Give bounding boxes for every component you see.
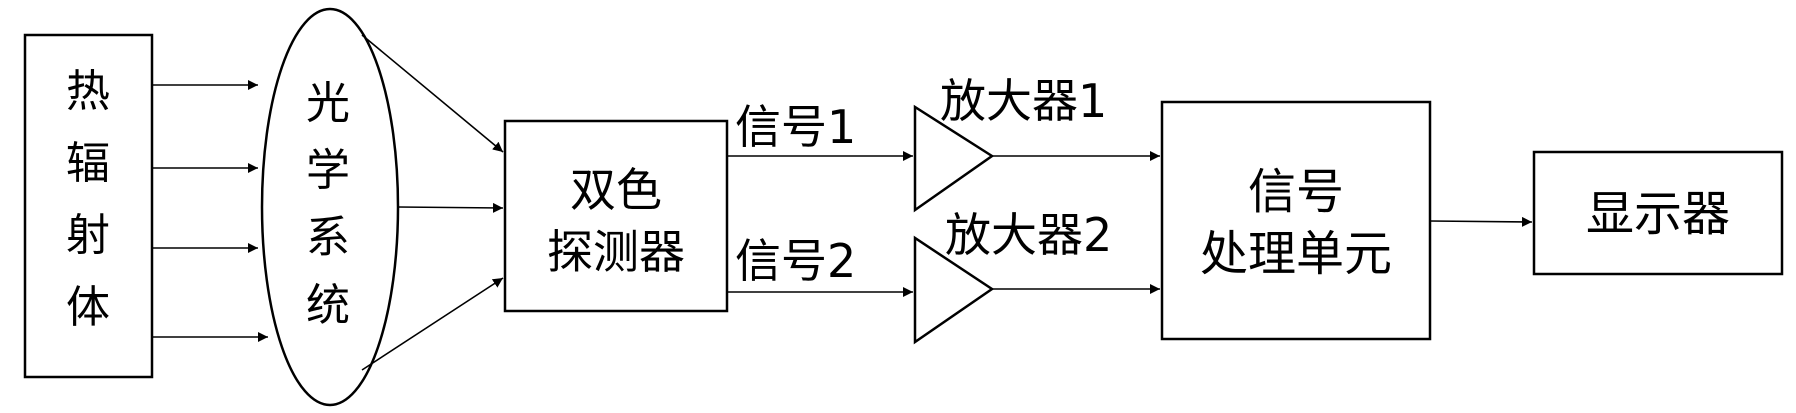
processing-unit-label-2: 处理单元 [1200,226,1392,282]
signal-lines: 信号1 信号2 [727,100,913,297]
output-arrow [1429,216,1533,227]
optical-system-label-2: 学 [306,145,350,196]
optical-system-label-3: 系 [306,212,350,263]
amplifier-1-label: 放大器1 [940,74,1107,128]
display-label: 显示器 [1586,186,1730,242]
optical-system-block: 光 学 系 统 [260,7,400,407]
radiation-arrows [152,80,268,342]
heat-source-label-1: 热 [66,66,110,117]
heat-source-block: 热 辐 射 体 [23,33,154,379]
optical-system-label-1: 光 [306,78,350,129]
detector-label-1: 双色 [570,163,662,217]
amplifier-2: 放大器2 [913,208,1112,345]
heat-source-label-3: 射 [66,210,110,261]
detector-label-2: 探测器 [547,225,685,279]
heat-source-label-4: 体 [66,282,110,333]
signal-2-label: 信号2 [735,234,856,288]
signal-1-label: 信号1 [735,100,856,154]
detector-block: 双色 探测器 [503,119,729,313]
display-block: 显示器 [1532,150,1784,276]
processing-unit-block: 信号 处理单元 [1160,100,1432,341]
amplifier-2-label: 放大器2 [945,208,1112,262]
processing-unit-label-1: 信号 [1248,164,1344,220]
amplifier-1: 放大器1 [913,74,1107,213]
focus-arrows [361,34,504,371]
heat-source-label-2: 辐 [66,138,110,189]
optical-system-label-4: 统 [306,280,350,331]
amplified-signal-lines [992,151,1160,294]
